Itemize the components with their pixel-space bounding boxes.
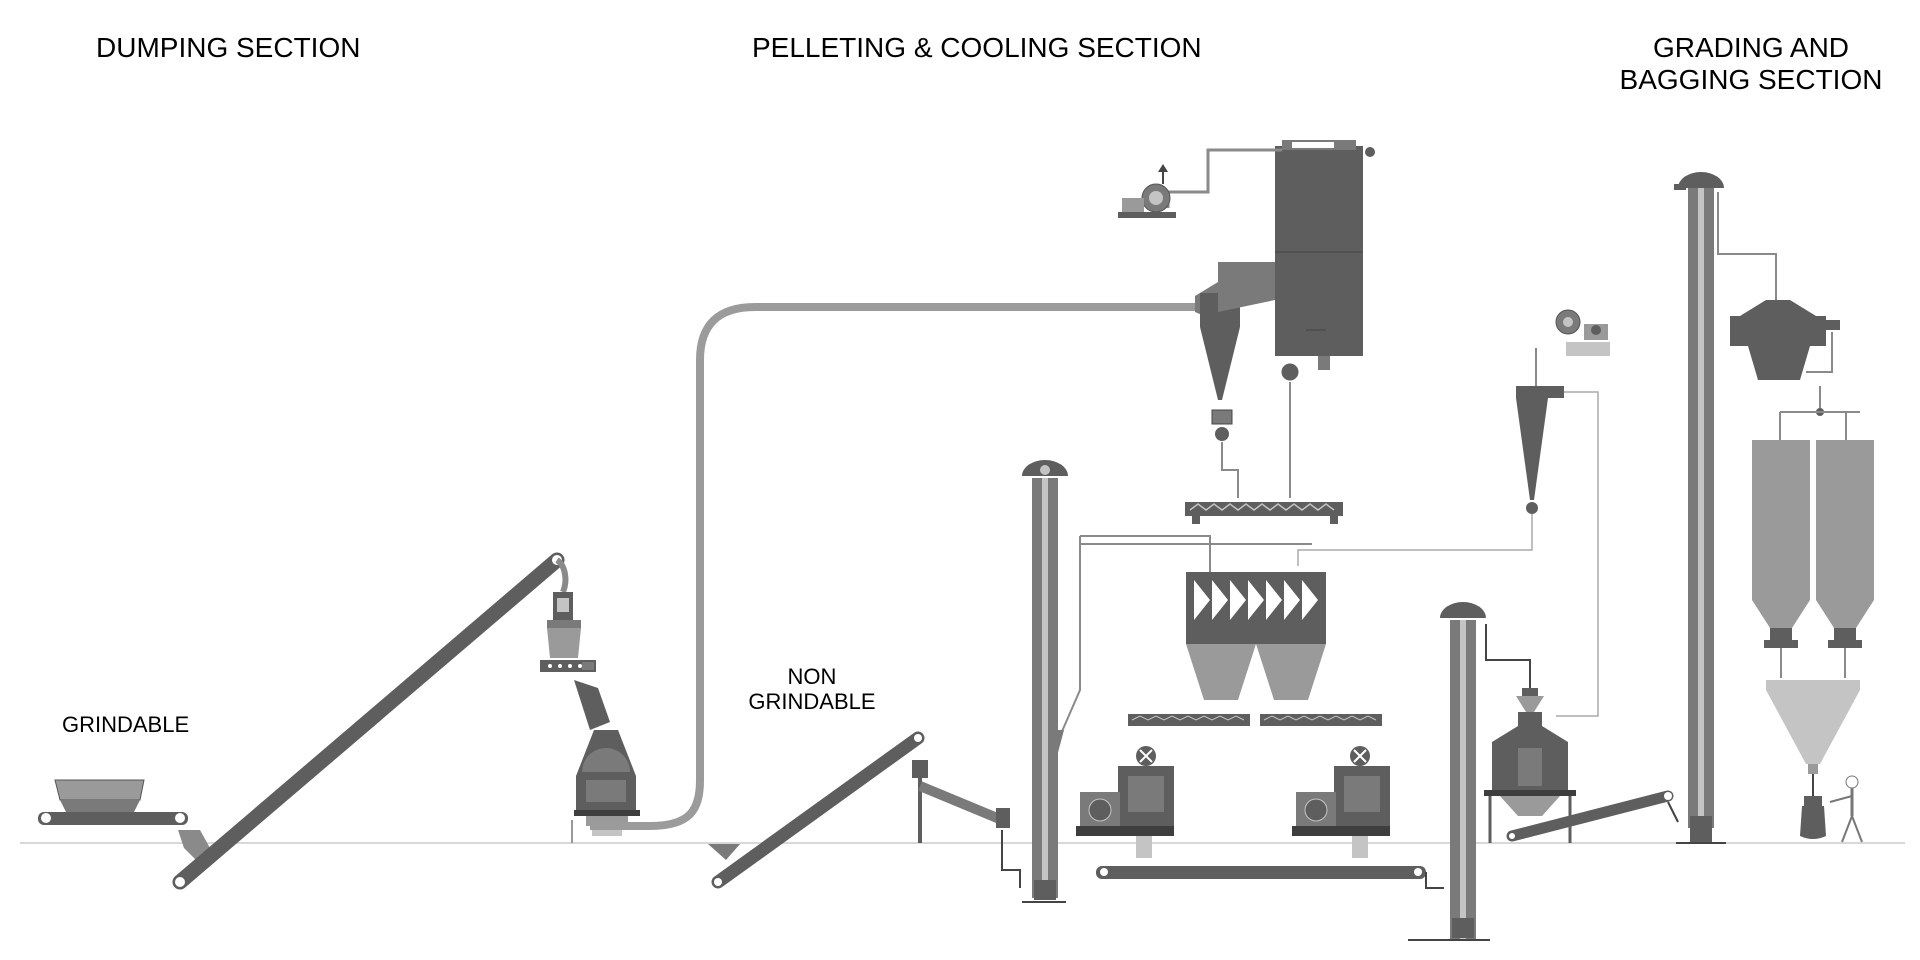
inclined-screw-conveyor-3	[1506, 790, 1674, 842]
mill-discharge-base	[571, 816, 628, 843]
pellet-mill-hopper	[1186, 572, 1326, 700]
non-grindable-label: NON GRINDABLE	[742, 664, 882, 715]
screw-feeder-left	[1128, 714, 1250, 726]
bucket-elevator-1	[1022, 460, 1068, 903]
dump-hopper	[54, 779, 145, 812]
hammer-mill	[574, 730, 640, 816]
bagging-machine	[1800, 774, 1826, 839]
non-grindable-line1: NON	[787, 664, 837, 689]
screw-feeder-right	[1260, 714, 1382, 726]
pulse-bag-filter	[1218, 140, 1375, 382]
cooler-cyclone	[1516, 386, 1564, 514]
elevator-3-to-screener-line	[1717, 192, 1777, 300]
grinder-inlet-duct	[574, 680, 610, 730]
grading-bagging-section-title: GRADING AND BAGGING SECTION	[1608, 32, 1894, 96]
dust-fan	[1118, 148, 1282, 218]
pneumatic-transport-duct	[590, 303, 1210, 830]
cyclone-air-lines	[1297, 391, 1599, 717]
transfer-line-to-elevator	[1001, 830, 1021, 888]
conveyor-to-elevator-3-line	[1667, 801, 1679, 823]
grading-title-line1: GRADING AND	[1652, 32, 1850, 63]
collecting-belt-conveyor	[1096, 866, 1426, 879]
pellet-mill-right	[1292, 746, 1390, 858]
dumping-section-title: DUMPING SECTION	[96, 32, 361, 63]
inclined-screw-conveyor-2	[708, 731, 925, 889]
cyclone-separator	[1195, 282, 1240, 441]
grindable-label: GRINDABLE	[62, 712, 190, 737]
counterflow-cooler	[1484, 688, 1576, 843]
bucket-elevator-2	[1408, 602, 1490, 941]
grading-title-line2: BAGGING SECTION	[1619, 64, 1883, 96]
non-grindable-line2: GRINDABLE	[748, 689, 876, 715]
bucket-elevator-3	[1674, 172, 1726, 844]
product-silo-left	[1752, 440, 1810, 648]
pelleting-cooling-section-title: PELLETING & COOLING SECTION	[752, 32, 1202, 63]
transfer-chute	[178, 830, 210, 860]
pellet-mill-left	[1076, 746, 1174, 858]
cooler-fan	[1555, 309, 1610, 356]
grinder-feed-hopper	[547, 620, 581, 658]
rotary-screener	[1730, 300, 1840, 380]
elevator-2-to-cooler-line	[1485, 624, 1531, 690]
feeding-lines	[1059, 535, 1312, 737]
grinder-feeder	[540, 660, 596, 672]
dump-belt-conveyor	[38, 812, 188, 825]
operator-figure	[1829, 775, 1863, 843]
mixer-stand	[912, 760, 1010, 843]
screener-return-line	[1806, 332, 1833, 373]
silo-discharge-lines	[1780, 648, 1846, 678]
distribution-screw-conveyor	[1185, 502, 1343, 524]
cyclone-discharge-line	[1221, 442, 1239, 498]
product-silo-right	[1816, 440, 1874, 648]
inclined-screw-conveyor-1	[172, 552, 565, 890]
conveyor-discharge-spout	[555, 557, 569, 594]
magnet-separator	[553, 592, 573, 620]
flow-splitter	[1779, 386, 1860, 440]
packing-scale-hopper	[1766, 680, 1860, 774]
transfer-line-to-elevator-2	[1425, 872, 1444, 889]
